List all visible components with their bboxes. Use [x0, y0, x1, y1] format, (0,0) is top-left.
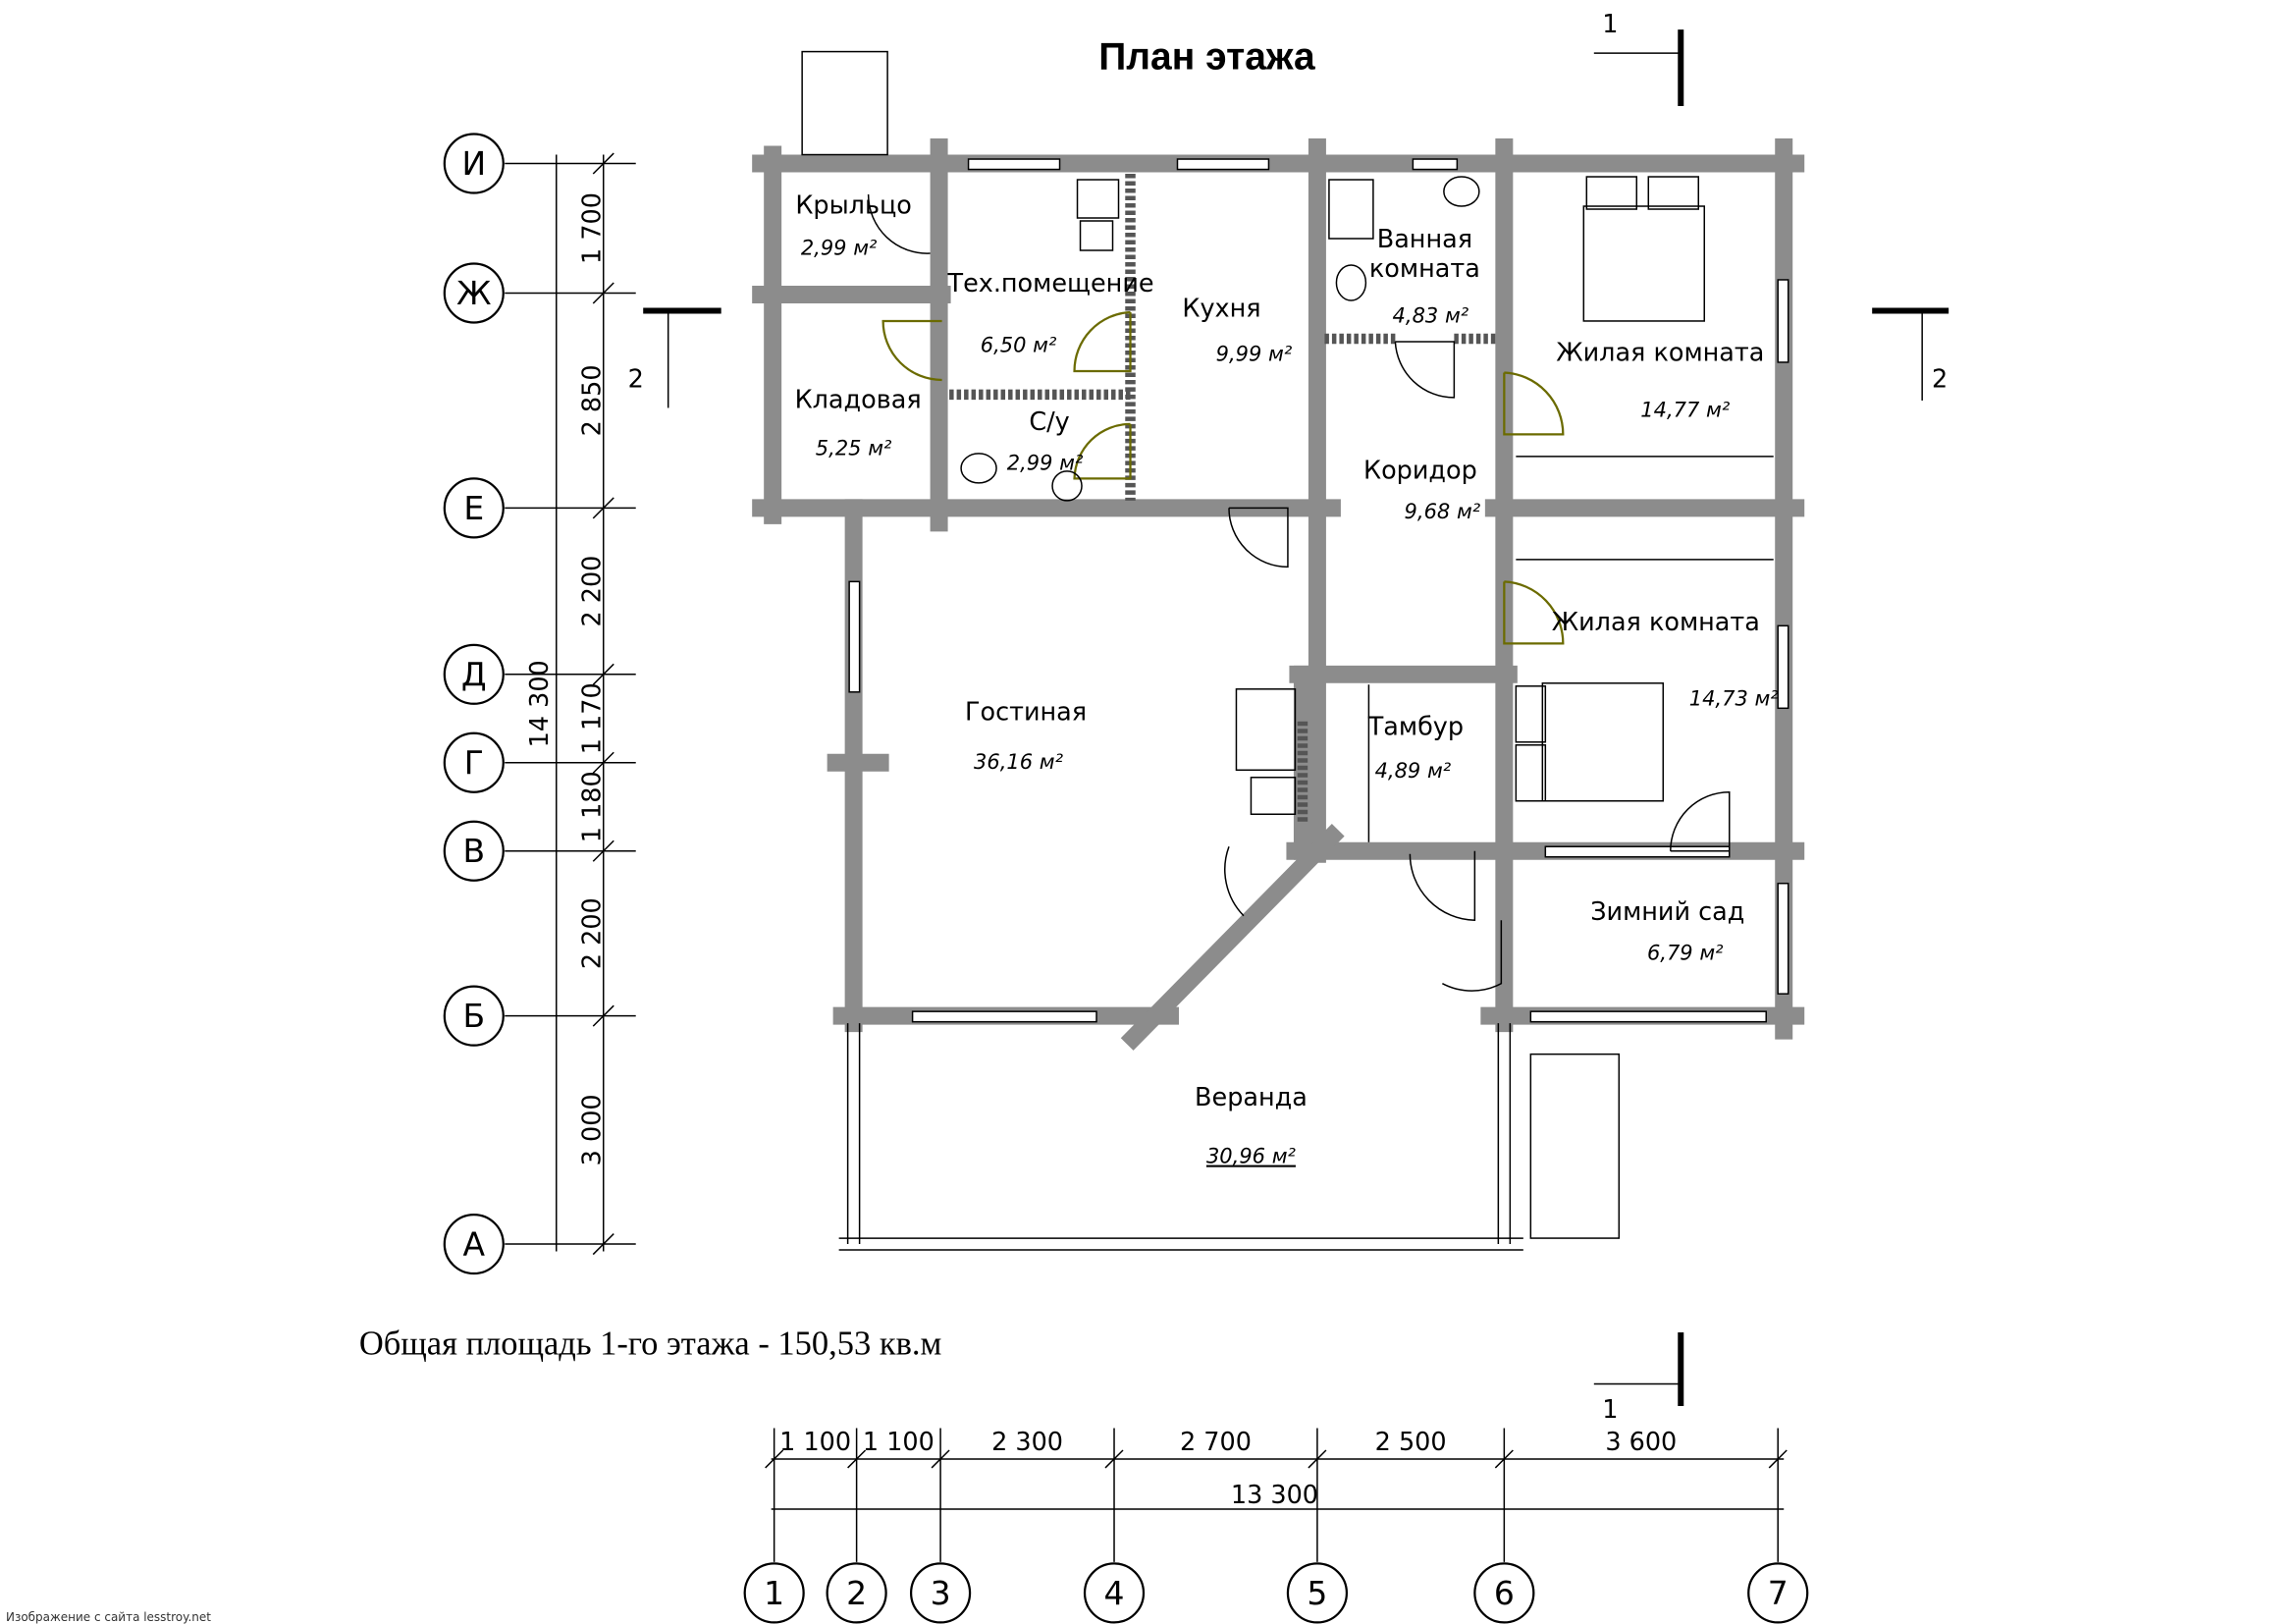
- axis-label: В: [462, 832, 485, 870]
- axis-bubble-1: [743, 1562, 805, 1624]
- section-1-bottom-label: 1: [1602, 1395, 1618, 1425]
- axis-bubble-И: [443, 133, 505, 194]
- number-dim: 2 500: [1375, 1428, 1447, 1457]
- axis-label: Ж: [456, 274, 492, 312]
- room-name: Крыльцо: [795, 191, 912, 221]
- axis-bubble-Б: [443, 985, 505, 1047]
- axis-bubble-4: [1083, 1562, 1146, 1624]
- letter-dim: 1 170: [578, 682, 608, 754]
- number-dim: 3 600: [1605, 1428, 1677, 1457]
- total-area: Общая площадь 1-го этажа - 150,53 кв.м: [359, 1326, 941, 1363]
- number-dim: 2 700: [1180, 1428, 1252, 1457]
- room-name: Тех.помещение: [947, 269, 1154, 298]
- room-name: Гостиная: [965, 697, 1087, 727]
- section-marks: 1 1 2 2: [628, 10, 1949, 1425]
- section-2-left-label: 2: [628, 364, 644, 394]
- room-name: Тамбур: [1367, 712, 1464, 741]
- room-name-line2: комната: [1369, 254, 1480, 284]
- axis-label: 4: [1104, 1574, 1125, 1612]
- letter-dim: 1 180: [578, 771, 608, 842]
- number-dim: 1 100: [863, 1428, 934, 1457]
- axis-bubble-Г: [443, 731, 505, 793]
- room-name: Веранда: [1195, 1083, 1308, 1112]
- doors: [867, 194, 1731, 992]
- letter-total-dim: 14 300: [525, 660, 555, 747]
- room-name: Ванная: [1377, 225, 1472, 254]
- axis-bubble-2: [826, 1562, 887, 1624]
- axis-label: 5: [1307, 1574, 1327, 1612]
- room-area: 5,25 м²: [816, 436, 892, 460]
- room-name: Кладовая: [795, 385, 922, 414]
- number-dim: 1 100: [779, 1428, 851, 1457]
- room-area: 14,73 м²: [1689, 686, 1780, 710]
- axis-label: 3: [931, 1574, 951, 1612]
- room-name: С/у: [1029, 407, 1069, 437]
- axis-label: Г: [464, 743, 484, 782]
- axis-label: И: [461, 144, 486, 183]
- section-1-top-label: 1: [1602, 10, 1618, 39]
- axis-label: 7: [1768, 1574, 1789, 1612]
- letter-dim: 3 000: [578, 1094, 608, 1165]
- room-area: 4,83 м²: [1393, 303, 1469, 327]
- letter-dim: 2 200: [578, 897, 608, 969]
- letter-dim: 2 200: [578, 556, 608, 627]
- room-labels: Крыльцо 2,99 м² Тех.помещение 6,50 м² Кухня 9…: [795, 191, 1780, 1168]
- room-name: Жилая комната: [1552, 608, 1760, 637]
- room-area: 2,99 м²: [1007, 451, 1084, 474]
- room-area: 6,79 м²: [1647, 942, 1724, 965]
- room-name: Жилая комната: [1556, 338, 1764, 367]
- room-area: 9,68 м²: [1405, 500, 1481, 523]
- axis-label: А: [463, 1225, 486, 1264]
- plan-title: План этажа: [1098, 36, 1315, 79]
- number-dim: 2 300: [991, 1428, 1063, 1457]
- axis-label: Д: [461, 655, 487, 693]
- axis-bubble-А: [443, 1213, 505, 1275]
- axis-label: 2: [846, 1574, 867, 1612]
- watermark: Изображение с сайта lesstroy.net: [6, 1610, 211, 1624]
- windows: [848, 158, 1789, 1023]
- axis-bubble-7: [1747, 1562, 1809, 1624]
- axis-bubble-Е: [443, 477, 505, 539]
- axis-bubble-6: [1473, 1562, 1535, 1624]
- axis-bubble-В: [443, 820, 505, 882]
- room-area: 6,50 м²: [981, 333, 1057, 356]
- room-area: 4,89 м²: [1375, 759, 1452, 783]
- room-area: 9,99 м²: [1216, 342, 1293, 365]
- room-area: 36,16 м²: [974, 750, 1064, 774]
- axis-bubble-5: [1286, 1562, 1349, 1624]
- furniture: [801, 50, 1706, 1239]
- room-area: 30,96 м²: [1206, 1145, 1297, 1168]
- axis-bubble-3: [909, 1562, 972, 1624]
- axis-bubble-Д: [443, 643, 505, 705]
- axis-label: Е: [463, 489, 484, 527]
- room-area: 14,77 м²: [1640, 398, 1731, 421]
- axes: 14 300 13 300 И Ж Е Д Г В Б А 1 700 2 850 2 200 1 1…: [443, 133, 1809, 1624]
- letter-dim: 1 700: [578, 192, 608, 264]
- axis-label: 6: [1494, 1574, 1515, 1612]
- section-2-right-label: 2: [1932, 364, 1948, 394]
- room-name: Зимний сад: [1590, 897, 1744, 927]
- room-name: Коридор: [1363, 456, 1477, 485]
- room-area: 2,99 м²: [801, 236, 878, 259]
- room-name: Кухня: [1182, 294, 1260, 323]
- axis-bubble-Ж: [443, 262, 505, 324]
- axis-label: Б: [462, 997, 485, 1035]
- axis-label: 1: [764, 1574, 784, 1612]
- number-total-dim: 13 300: [1231, 1481, 1318, 1510]
- letter-dim: 2 850: [578, 364, 608, 436]
